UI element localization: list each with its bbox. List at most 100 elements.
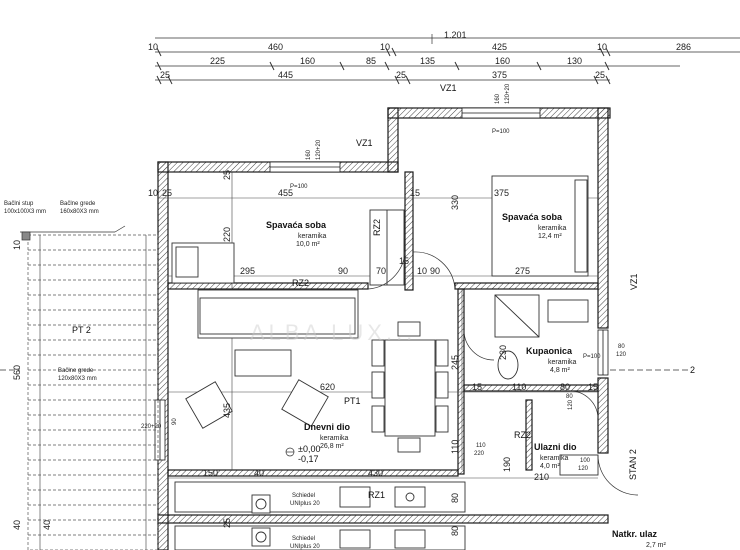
level-marker: ±0,00 -0,17 [285, 444, 320, 464]
room-name: Ulazni dio [534, 442, 577, 452]
steel-beam2-note-2: 120x80X3 mm [58, 376, 97, 382]
room-name: Natkr. ulaz [612, 529, 658, 539]
dim-low-3: 25 [396, 70, 406, 80]
dim-top-2: 460 [268, 42, 283, 52]
steel-beam2-note-1: Bačlne grede [58, 368, 94, 374]
dim-210: 210 [534, 472, 549, 482]
room-name: Spavaća soba [266, 220, 327, 230]
left-dim-560: 560 [12, 365, 22, 380]
room-covered-entrance: Natkr. ulaz 2,7 m² [612, 529, 667, 549]
chimney-label-2b: UNIplus 20 [290, 544, 320, 550]
dim-430: 430 [368, 468, 383, 478]
dim-330: 330 [450, 195, 460, 210]
chimney-label-1a: Schiedel [292, 493, 315, 499]
window-tag-1: 160 [306, 149, 312, 160]
wall-tag-rz2-bedroom: RZ2 [292, 278, 309, 288]
dim-mid-6: 130 [567, 56, 582, 66]
dim-90a: 90 [338, 266, 348, 276]
chimney-label-1b: UNIplus 20 [290, 501, 320, 507]
dim-455: 455 [278, 188, 293, 198]
level-value-1: ±0,00 [298, 444, 320, 454]
dim-top-3: 10 [380, 42, 390, 52]
dim-70: 70 [376, 266, 386, 276]
window-tag-8b: 120 [578, 466, 589, 472]
dim-220: 220 [222, 227, 232, 242]
steel-beam-note-1: Bačlne grede [60, 201, 96, 207]
room-bedroom-2: Spavaća soba keramika 12,4 m² [502, 212, 567, 240]
dim-top-5: 10 [597, 42, 607, 52]
dim-10: 10 [148, 188, 158, 198]
section-marker: 2 [690, 365, 695, 375]
room-area: 12,4 m² [538, 233, 562, 240]
wall-tag-vz1-mid: VZ1 [356, 138, 373, 148]
dimension-chains-top [155, 34, 740, 85]
room-floor: keramika [320, 435, 349, 442]
room-area: 26,8 m² [320, 443, 344, 450]
left-dim-40a: 40 [12, 520, 22, 530]
dim-low-2: 445 [278, 70, 293, 80]
dim-110a: 110 [512, 382, 526, 392]
room-entrance: Ulazni dio keramika 4,0 m² [534, 442, 577, 470]
dim-mid-3: 85 [366, 56, 376, 66]
watermark: ALBA LUX... [250, 320, 416, 345]
steel-beam-note-2: 160x80X3 mm [60, 209, 99, 215]
dim-mid-4: 135 [420, 56, 435, 66]
room-bathroom: Kupaonica keramika 4,8 m² [526, 346, 577, 374]
dim-top-1: 10 [148, 42, 158, 52]
window-tag-7: 110 [476, 443, 486, 449]
wall-tag-pt1: PT1 [344, 396, 361, 406]
chimney-label-2a: Schiedel [292, 536, 315, 542]
interior-walls [167, 171, 599, 477]
dim-15a: 15 [410, 188, 420, 198]
dim-mid-5: 160 [495, 56, 510, 66]
dim-435: 435 [222, 403, 232, 418]
window-tag-1b: 120+20 [316, 139, 322, 160]
room-floor: keramika [538, 225, 567, 232]
steel-post-note-2: 100x100X3 mm [4, 209, 46, 215]
dim-top-4: 425 [492, 42, 507, 52]
room-floor: keramika [540, 455, 569, 462]
dim-40: 40 [254, 468, 264, 478]
window-tag-3p: P=100 [583, 354, 601, 360]
room-area: 10,0 m² [296, 241, 320, 248]
dim-low-5: 25 [595, 70, 605, 80]
pergola [20, 225, 159, 550]
dim-mid-1: 225 [210, 56, 225, 66]
level-value-2: -0,17 [298, 454, 319, 464]
dim-25b: 25 [222, 170, 232, 180]
room-floor: keramika [548, 359, 577, 366]
dim-25c: 25 [222, 518, 232, 528]
window-tag-2: 160 [495, 93, 501, 104]
dim-mid-2: 160 [300, 56, 315, 66]
unit-label: STAN 2 [628, 449, 638, 480]
wall-tag-vz1-right: VZ1 [629, 273, 639, 290]
dim-25a: 25 [162, 188, 172, 198]
room-name: Kupaonica [526, 346, 573, 356]
furniture [171, 175, 599, 550]
dim-295: 295 [240, 266, 255, 276]
window-tag-4: 80 [618, 344, 625, 350]
dim-80a: 80 [560, 382, 570, 392]
dim-230: 230 [498, 345, 508, 360]
dim-80c: 80 [450, 526, 460, 536]
window-tag-4b: 120 [616, 352, 627, 358]
dim-10b: 10 [417, 266, 427, 276]
dim-90b: 90 [430, 266, 440, 276]
window-tag-2p: P=100 [492, 129, 510, 135]
dim-375: 375 [494, 188, 509, 198]
steel-post-note-1: Bačlni stup [4, 201, 34, 207]
room-bedroom-1: Spavaća soba keramika 10,0 m² [266, 220, 327, 248]
dim-low-1: 25 [160, 70, 170, 80]
dim-total: 1.201 [444, 30, 467, 40]
room-floor: keramika [298, 233, 327, 240]
left-dim-40b: 40 [42, 520, 52, 530]
wall-tag-pt2: PT 2 [72, 325, 91, 335]
window-tag-6b: 90 [172, 418, 178, 425]
room-name: Dnevni dio [304, 422, 351, 432]
dim-150: 150 [203, 468, 218, 478]
room-name: Spavaća soba [502, 212, 563, 222]
windows [154, 107, 609, 461]
window-tag-5b: 120 [568, 399, 574, 410]
room-living: Dnevni dio keramika 26,8 m² [304, 422, 351, 450]
